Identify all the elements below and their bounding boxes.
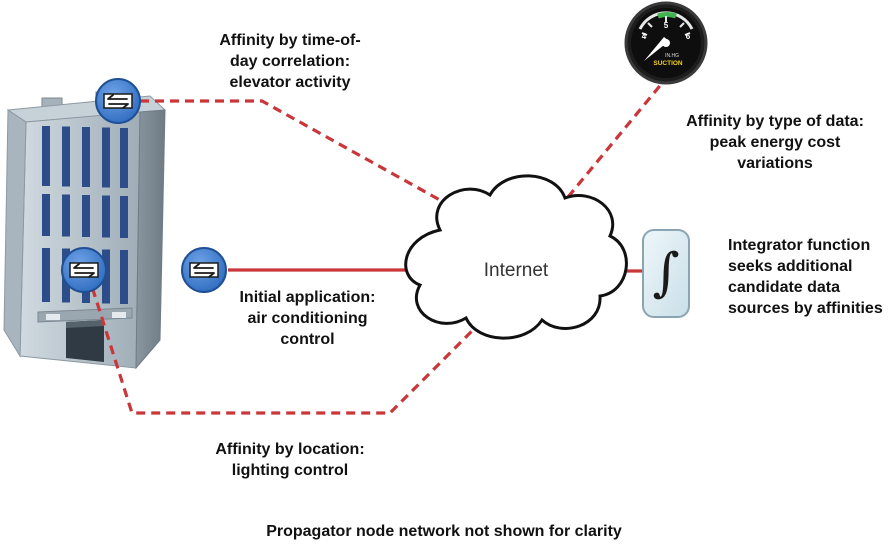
- link-time-of-day: [140, 99, 466, 216]
- label-line: air conditioning: [247, 310, 368, 327]
- link-lines: [86, 74, 670, 415]
- label-location: Affinity by location: lighting control: [205, 439, 375, 481]
- label-line: elevator activity: [229, 74, 351, 91]
- link-location: [86, 273, 482, 415]
- label-initial-application: Initial application: air conditioning co…: [220, 287, 395, 350]
- link-type-of-data: [566, 74, 670, 199]
- label-line: control: [280, 331, 335, 348]
- building-window: [120, 128, 128, 188]
- footer-text: Propagator node network not shown for cl…: [266, 523, 622, 540]
- gauge-tick-right: 6: [686, 32, 691, 41]
- label-line: Affinity by type of data:: [686, 113, 864, 130]
- footer-note: Propagator node network not shown for cl…: [194, 521, 694, 542]
- gauge-tick-left: 4: [642, 32, 647, 41]
- propagator-node-building[interactable]: [61, 247, 107, 293]
- internet-cloud-icon: Internet: [404, 174, 628, 340]
- building-window: [42, 248, 50, 302]
- building-window: [82, 127, 90, 187]
- building-window: [102, 127, 110, 188]
- label-type-of-data: Affinity by type of data: peak energy co…: [670, 111, 880, 174]
- label-time-of-day: Affinity by time-of- day correlation: el…: [205, 30, 375, 93]
- propagator-node-icon: [189, 262, 219, 278]
- building-window: [62, 194, 70, 237]
- internet-label: Internet: [484, 260, 549, 281]
- propagator-node-top[interactable]: [95, 78, 141, 124]
- building-window: [120, 196, 128, 238]
- building-window: [42, 126, 50, 186]
- building-window: [42, 194, 50, 236]
- label-line: peak energy cost: [709, 134, 841, 151]
- label-line: day correlation:: [229, 53, 351, 70]
- building-window: [82, 195, 90, 237]
- propagator-node-standalone[interactable]: [181, 247, 227, 293]
- building-window: [120, 250, 128, 304]
- label-line: candidate data: [728, 279, 841, 296]
- label-line: Affinity by time-of-: [219, 32, 361, 49]
- gauge-caption: SUCTION: [653, 60, 683, 67]
- label-line: lighting control: [231, 462, 349, 479]
- integrator-symbol: ∫: [652, 243, 679, 303]
- building-window: [102, 195, 110, 238]
- label-line: sources by affinities: [728, 300, 883, 317]
- label-line: Affinity by location:: [215, 441, 365, 458]
- label-integrator: Integrator function seeks additional can…: [728, 235, 886, 319]
- gauge-unit: IN.HG: [665, 53, 679, 59]
- propagator-node-icon: [103, 93, 133, 109]
- label-line: Initial application:: [239, 289, 376, 306]
- propagator-node-icon: [69, 262, 99, 278]
- gauge-tick-top: 5: [664, 21, 669, 30]
- integrator-icon: ∫: [642, 229, 690, 318]
- label-line: variations: [737, 155, 813, 172]
- label-line: Integrator function: [728, 237, 871, 254]
- label-line: seeks additional: [728, 258, 853, 275]
- gauge-icon: 4 5 6 IN.HG SUCTION: [624, 1, 708, 85]
- building-icon: [3, 91, 167, 370]
- building-window: [62, 126, 70, 187]
